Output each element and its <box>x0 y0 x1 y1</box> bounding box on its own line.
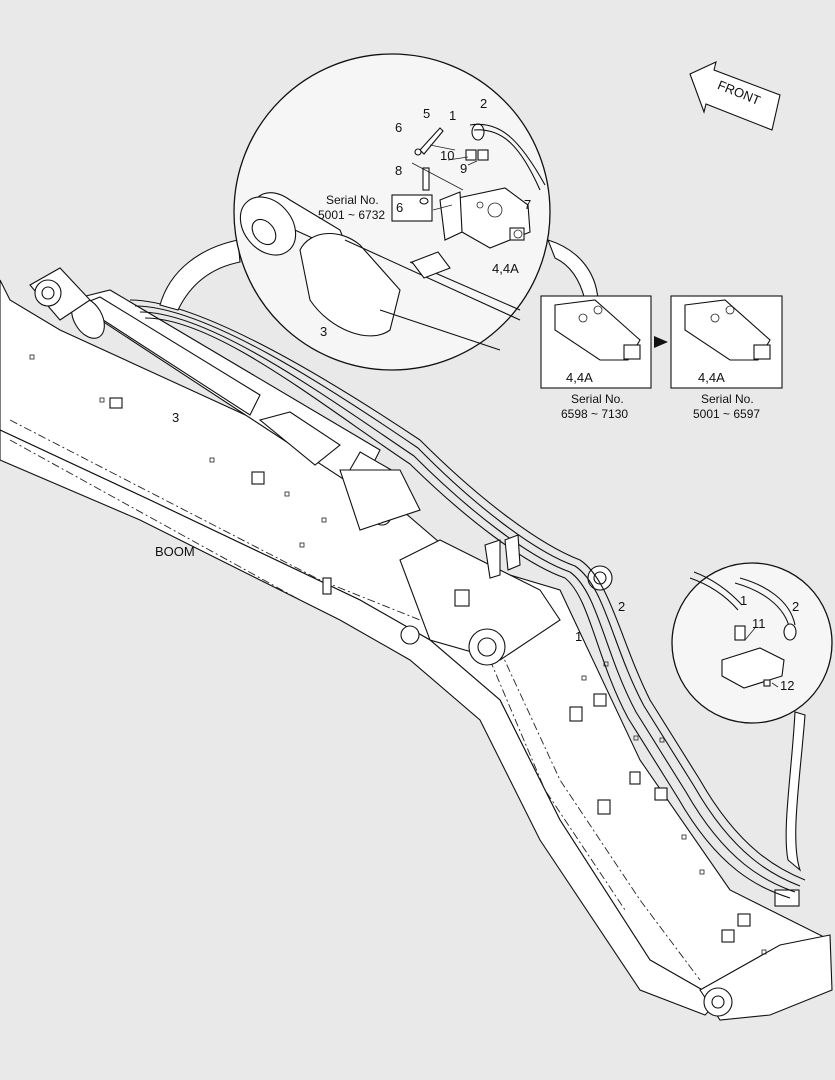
valve-variant-b <box>670 295 783 389</box>
callout-10: 10 <box>440 148 454 163</box>
callout-8: 8 <box>395 163 402 178</box>
front-direction-arrow: FRONT <box>689 61 781 131</box>
callout-2-top: 2 <box>480 96 487 111</box>
callout-7: 7 <box>524 197 531 212</box>
valve-b-caption: Serial No. <box>701 392 754 406</box>
callout-2-boom: 2 <box>618 599 625 614</box>
callout-12: 12 <box>780 678 794 693</box>
boom-label: BOOM <box>155 544 195 559</box>
callout-1-boom: 1 <box>575 629 582 644</box>
valve-b-range: 5001 ~ 6597 <box>693 407 760 421</box>
callout-5: 5 <box>423 106 430 121</box>
serial-top-caption: Serial No. <box>326 193 379 207</box>
detail-callout-top <box>159 53 599 371</box>
callout-11: 11 <box>752 616 766 631</box>
boom-cylinder <box>29 267 421 531</box>
detail-callout-right <box>671 562 833 872</box>
valve-variant-a <box>540 295 652 389</box>
variant-arrow <box>654 336 668 348</box>
callout-1-right: 1 <box>740 593 747 608</box>
callout-1-top: 1 <box>449 108 456 123</box>
rivet-marks <box>29 354 767 955</box>
callout-9: 9 <box>460 161 467 176</box>
valve-a-range: 6598 ~ 7130 <box>561 407 628 421</box>
callout-3-circle: 3 <box>320 324 327 339</box>
valve-a-caption: Serial No. <box>571 392 624 406</box>
callout-2-right: 2 <box>792 599 799 614</box>
callout-4-top: 4,4A <box>492 261 519 276</box>
callout-3-boom: 3 <box>172 410 179 425</box>
callout-6-top: 6 <box>395 120 402 135</box>
boom-structure <box>0 279 833 1021</box>
valve-a-label: 4,4A <box>566 370 593 385</box>
hoses <box>129 299 806 899</box>
valve-b-label: 4,4A <box>698 370 725 385</box>
callout-6-box: 6 <box>396 200 403 215</box>
serial-top-range: 5001 ~ 6732 <box>318 208 385 222</box>
